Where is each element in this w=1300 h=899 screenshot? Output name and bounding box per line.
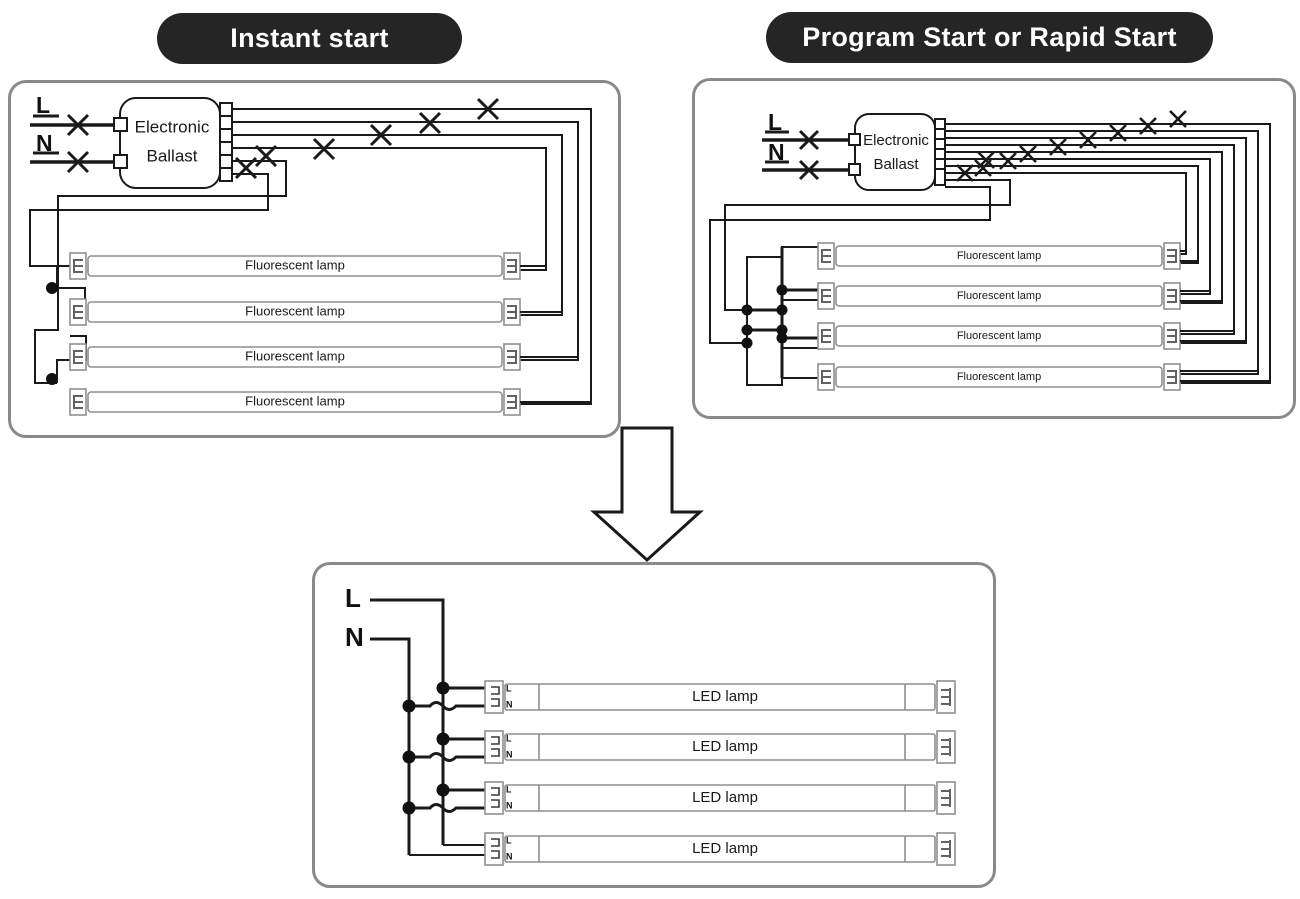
lamp-label: Fluorescent lamp (957, 371, 1041, 383)
led-pin-label-n: N (506, 699, 513, 709)
cut-marks-right (956, 110, 1187, 182)
lamp-label: LED lamp (692, 840, 758, 857)
lamp-label: Fluorescent lamp (957, 330, 1041, 342)
led-lamp: LN LED lamp (484, 832, 956, 866)
cut-mark-input-l (798, 129, 820, 151)
cut-mark-1 (476, 97, 500, 121)
input-leads-left: L N (30, 92, 120, 174)
lamp-label: LED lamp (692, 789, 758, 806)
led-pin-label-l: L (506, 784, 512, 794)
ballast-label-line1: Electronic (863, 132, 929, 149)
junction-dot (436, 681, 450, 695)
input-label-n: N (768, 139, 785, 165)
input-leads-right: L N (762, 109, 850, 181)
input-label-l: L (36, 92, 50, 118)
input-label-l: L (345, 583, 361, 613)
input-leads-led: L N (345, 583, 445, 855)
junction-dot (741, 337, 753, 349)
junction-dot (402, 699, 416, 713)
fluorescent-lamp: Fluorescent lamp (817, 242, 1181, 270)
cut-mark-5 (254, 144, 278, 168)
ballast-label-line1: Electronic (135, 117, 210, 136)
lamp-return-wires-left (520, 265, 591, 403)
cut-mark-input-l (66, 113, 90, 137)
cut-mark-3 (369, 123, 393, 147)
lamp-label: Fluorescent lamp (245, 257, 345, 272)
cut-mark-7 (999, 152, 1017, 170)
led-bus-taps (402, 681, 487, 856)
cut-mark-2 (1139, 117, 1157, 135)
cut-mark-9 (977, 151, 995, 169)
led-pin-label-n: N (506, 749, 513, 759)
led-lamp: LN LED lamp (484, 781, 956, 815)
fluorescent-lamp: Fluorescent lamp (817, 363, 1181, 391)
fluorescent-lamp: Fluorescent lamp (69, 252, 521, 280)
led-pin-label-n: N (506, 851, 513, 861)
input-label-l: L (768, 109, 782, 135)
ballast-label-line2: Ballast (873, 156, 919, 173)
junction-dot (46, 373, 58, 385)
cut-mark-5 (1049, 138, 1067, 156)
junction-dot (776, 284, 788, 296)
cut-mark-4 (312, 137, 336, 161)
cut-mark-10 (956, 164, 974, 182)
cut-mark-input-n (66, 150, 90, 174)
lamp-label: LED lamp (692, 688, 758, 705)
ballast-label-line2: Ballast (146, 146, 197, 165)
cut-mark-input-n (798, 159, 820, 181)
led-pin-label-l: L (506, 835, 512, 845)
lamp-label: Fluorescent lamp (957, 290, 1041, 302)
lamp-return-wires-right (1180, 250, 1270, 382)
cut-mark-3 (1109, 124, 1127, 142)
lamp-feed-right (741, 246, 820, 386)
led-lamp: LN LED lamp (484, 730, 956, 764)
led-lamp: LN LED lamp (484, 680, 956, 714)
junction-dot (776, 324, 788, 336)
fluorescent-lamp: Fluorescent lamp (69, 388, 521, 416)
fluorescent-lamp: Fluorescent lamp (69, 298, 521, 326)
fluorescent-lamp: Fluorescent lamp (817, 322, 1181, 350)
lamp-label: Fluorescent lamp (957, 250, 1041, 262)
panel-led-retrofit (312, 562, 996, 888)
junction-dot (46, 282, 58, 294)
lamp-label: Fluorescent lamp (245, 393, 345, 408)
junction-dot (741, 324, 753, 336)
junction-dot (776, 304, 788, 316)
cut-mark-2 (418, 111, 442, 135)
cut-mark-1 (1169, 110, 1187, 128)
led-pin-label-n: N (506, 800, 513, 810)
led-pin-label-l: L (506, 683, 512, 693)
input-label-n: N (36, 130, 53, 156)
ballast-output-wires-right (709, 123, 1271, 384)
cut-mark-4 (1079, 131, 1097, 149)
input-label-n: N (345, 622, 364, 652)
junction-dot (402, 750, 416, 764)
badge-instant-start: Instant start (157, 13, 462, 64)
led-pin-label-l: L (506, 733, 512, 743)
junction-dot (741, 304, 753, 316)
ballast-output-wires-left (29, 108, 592, 405)
cut-mark-6 (1019, 145, 1037, 163)
fluorescent-lamp: Fluorescent lamp (69, 343, 521, 371)
lamp-label: Fluorescent lamp (245, 303, 345, 318)
junction-dot (436, 783, 450, 797)
junction-dot (776, 332, 788, 344)
ballast-left: Electronic Ballast (113, 97, 233, 189)
junction-dot (436, 732, 450, 746)
lamp-label: LED lamp (692, 738, 758, 755)
badge-program-rapid-start: Program Start or Rapid Start (766, 12, 1213, 63)
fluorescent-lamp: Fluorescent lamp (817, 282, 1181, 310)
down-arrow-icon (590, 426, 704, 563)
cut-mark-6 (234, 156, 258, 180)
cut-marks-left (234, 97, 500, 180)
lamp-label: Fluorescent lamp (245, 348, 345, 363)
junction-dot (402, 801, 416, 815)
ballast-right: Electronic Ballast (848, 113, 946, 191)
